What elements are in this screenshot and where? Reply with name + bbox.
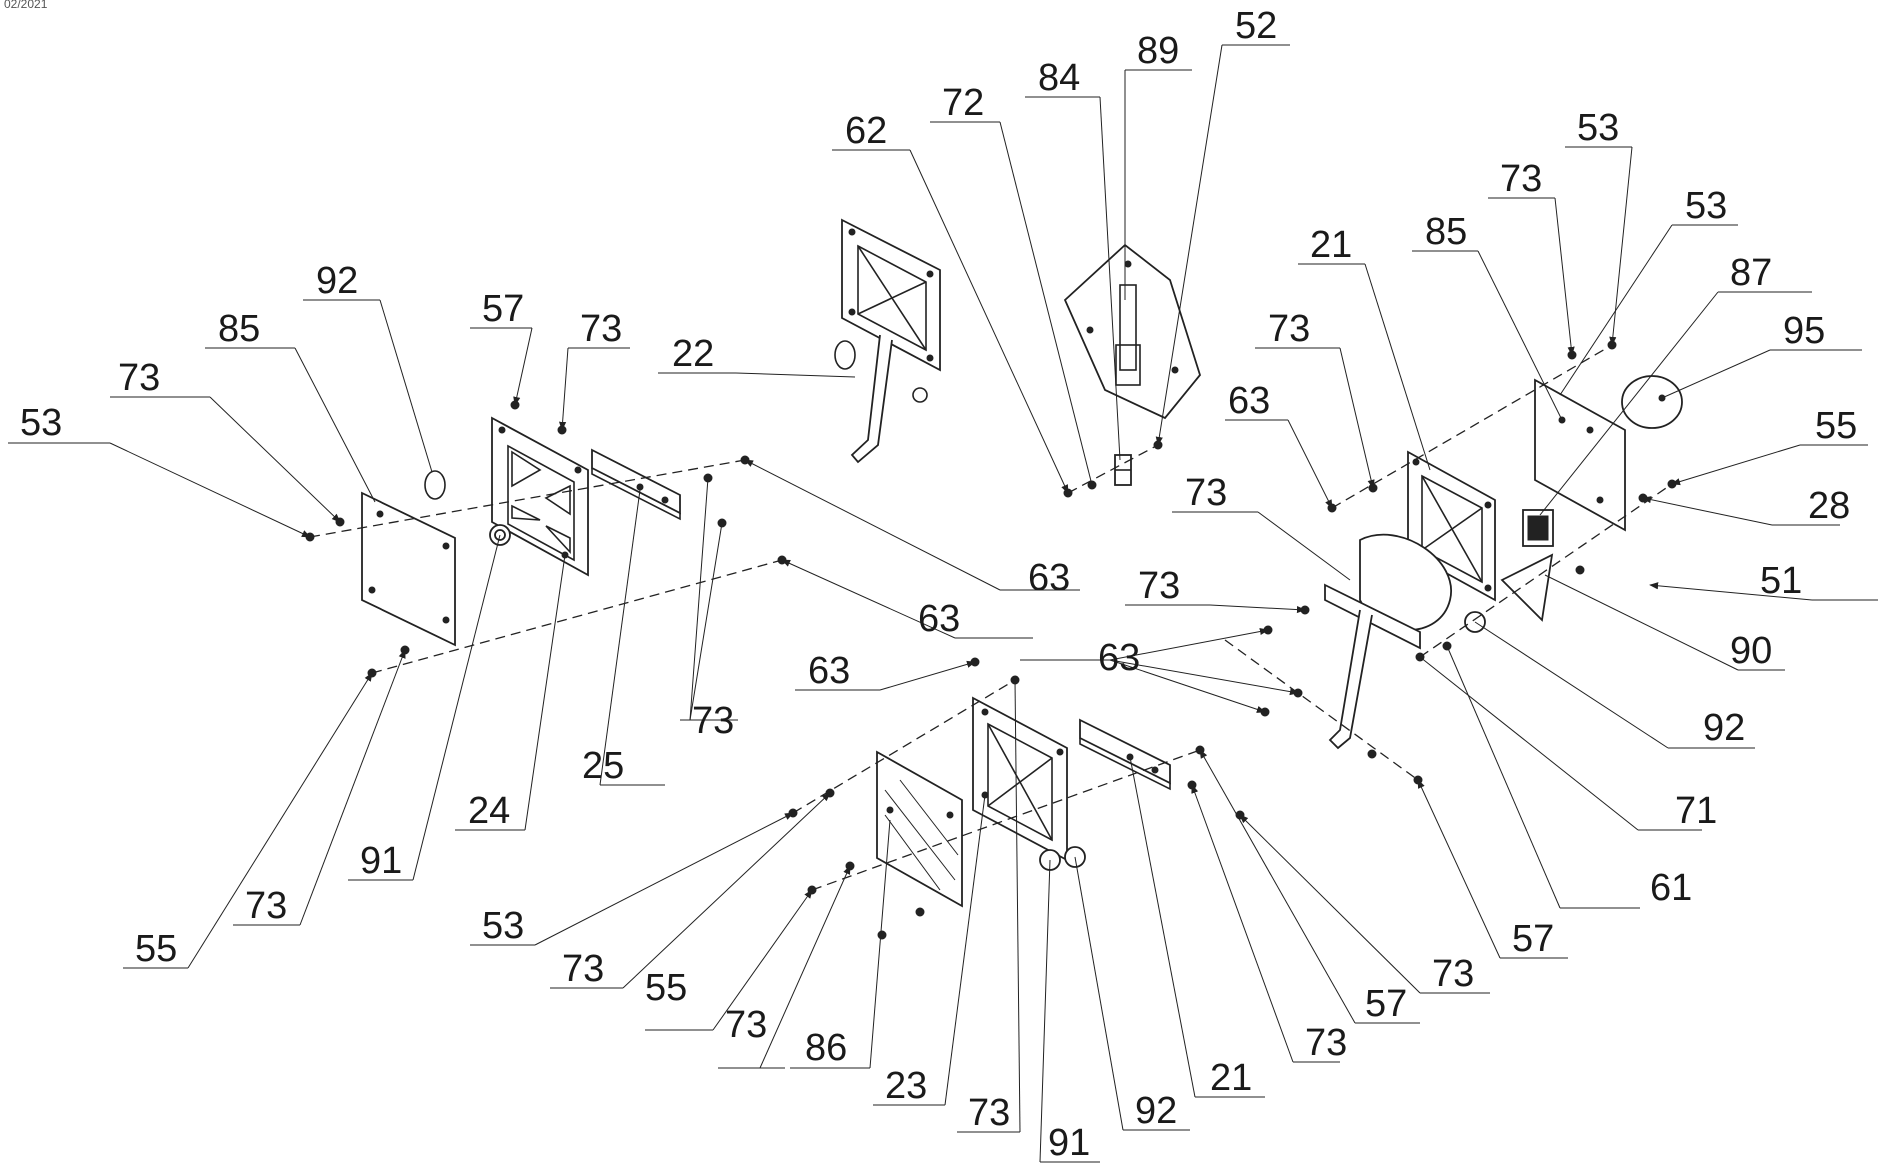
callout-73: 28 bbox=[1808, 485, 1850, 527]
callout-92: 92 bbox=[1703, 707, 1745, 749]
callout-85: 85 bbox=[218, 308, 260, 350]
callout-73: 73 bbox=[1432, 953, 1474, 995]
callout-63: 63 bbox=[808, 650, 850, 692]
callout-92: 92 bbox=[1135, 1090, 1177, 1132]
callout-53: 53 bbox=[20, 402, 62, 444]
callout-55: 55 bbox=[1815, 405, 1857, 447]
callout-91: 91 bbox=[1048, 1122, 1090, 1164]
callout-24: 24 bbox=[468, 790, 510, 832]
callout-57: 57 bbox=[482, 288, 524, 330]
part-85-right-plate bbox=[1534, 378, 1626, 532]
callout-73: 73 bbox=[118, 357, 160, 399]
part-92-left-ring bbox=[424, 470, 446, 500]
callout-73: 73 bbox=[692, 700, 734, 742]
assembly-axis bbox=[371, 559, 783, 674]
callout-73: 73 bbox=[1268, 308, 1310, 350]
callout-71: 71 bbox=[1675, 790, 1717, 832]
part-28-swing-arm bbox=[1324, 533, 1452, 750]
leader-lines bbox=[8, 44, 1878, 1163]
callout-63: 63 bbox=[1028, 557, 1070, 599]
callout-25: 25 bbox=[582, 745, 624, 787]
date-note: 02/2021 bbox=[4, 0, 48, 11]
callout-55: 55 bbox=[135, 928, 177, 970]
callout-51: 51 bbox=[1760, 560, 1802, 602]
callout-73: 73 bbox=[245, 885, 287, 927]
assembly-axis bbox=[792, 679, 1016, 814]
callout-63: 63 bbox=[1098, 637, 1140, 679]
part-84-diamond-plate bbox=[1063, 243, 1202, 420]
callout-55: 55 bbox=[645, 967, 687, 1009]
part-22-upper-bracket bbox=[834, 218, 941, 464]
assembly-axis bbox=[309, 459, 746, 538]
assembly-axis bbox=[811, 749, 1201, 891]
left-assembly bbox=[305, 400, 787, 678]
part-callouts: 53 73 85 92 57 73 22 62 72 84 89 52 53 7… bbox=[20, 5, 1857, 1164]
callout-23: 23 bbox=[885, 1065, 927, 1107]
callout-57: 57 bbox=[1365, 983, 1407, 1025]
callout-72: 72 bbox=[942, 82, 984, 124]
callout-73: 73 bbox=[968, 1092, 1010, 1134]
assembly-axis bbox=[1067, 444, 1159, 494]
callout-73: 73 bbox=[1500, 158, 1542, 200]
callout-63: 63 bbox=[1228, 380, 1270, 422]
callout-87: 87 bbox=[1730, 252, 1772, 294]
callout-91: 91 bbox=[360, 840, 402, 882]
callout-85: 85 bbox=[1425, 211, 1467, 253]
callout-95: 95 bbox=[1783, 310, 1825, 352]
callout-52: 52 bbox=[1235, 5, 1277, 47]
part-25-left-arm bbox=[591, 448, 681, 521]
callout-73: 73 bbox=[725, 1004, 767, 1046]
callout-89: 89 bbox=[1137, 30, 1179, 72]
callout-92: 92 bbox=[316, 260, 358, 302]
callout-21: 21 bbox=[1210, 1057, 1252, 1099]
callout-63: 63 bbox=[918, 598, 960, 640]
callout-73: 73 bbox=[562, 948, 604, 990]
part-86-bottom-plate bbox=[876, 750, 963, 908]
assembly-axis bbox=[1331, 344, 1613, 509]
part-95-disc bbox=[1621, 375, 1683, 429]
callout-73: 73 bbox=[1138, 565, 1180, 607]
part-87-lamp bbox=[1522, 509, 1554, 547]
assembly-axis bbox=[1224, 639, 1419, 781]
part-21-bottom-arm bbox=[1079, 718, 1171, 791]
callout-22: 22 bbox=[672, 333, 714, 375]
callout-21: 21 bbox=[1310, 224, 1352, 266]
callout-53: 53 bbox=[1685, 185, 1727, 227]
callout-57: 57 bbox=[1512, 918, 1554, 960]
callout-84: 84 bbox=[1038, 57, 1080, 99]
callout-73: 73 bbox=[580, 308, 622, 350]
part-23-bottom-bracket bbox=[972, 696, 1086, 871]
callout-53: 53 bbox=[482, 905, 524, 947]
assembly-axis bbox=[1419, 483, 1673, 658]
callout-53: 53 bbox=[1577, 107, 1619, 149]
part-90-triangle bbox=[1500, 553, 1554, 622]
callout-90: 90 bbox=[1730, 630, 1772, 672]
callout-28: 73 bbox=[1185, 472, 1227, 514]
part-85-left-plate bbox=[361, 491, 456, 647]
callout-86: 86 bbox=[805, 1027, 847, 1069]
callout-62: 62 bbox=[845, 110, 887, 152]
callout-61: 61 bbox=[1650, 867, 1692, 909]
part-89-clip bbox=[1114, 454, 1132, 486]
callout-73: 73 bbox=[1305, 1022, 1347, 1064]
